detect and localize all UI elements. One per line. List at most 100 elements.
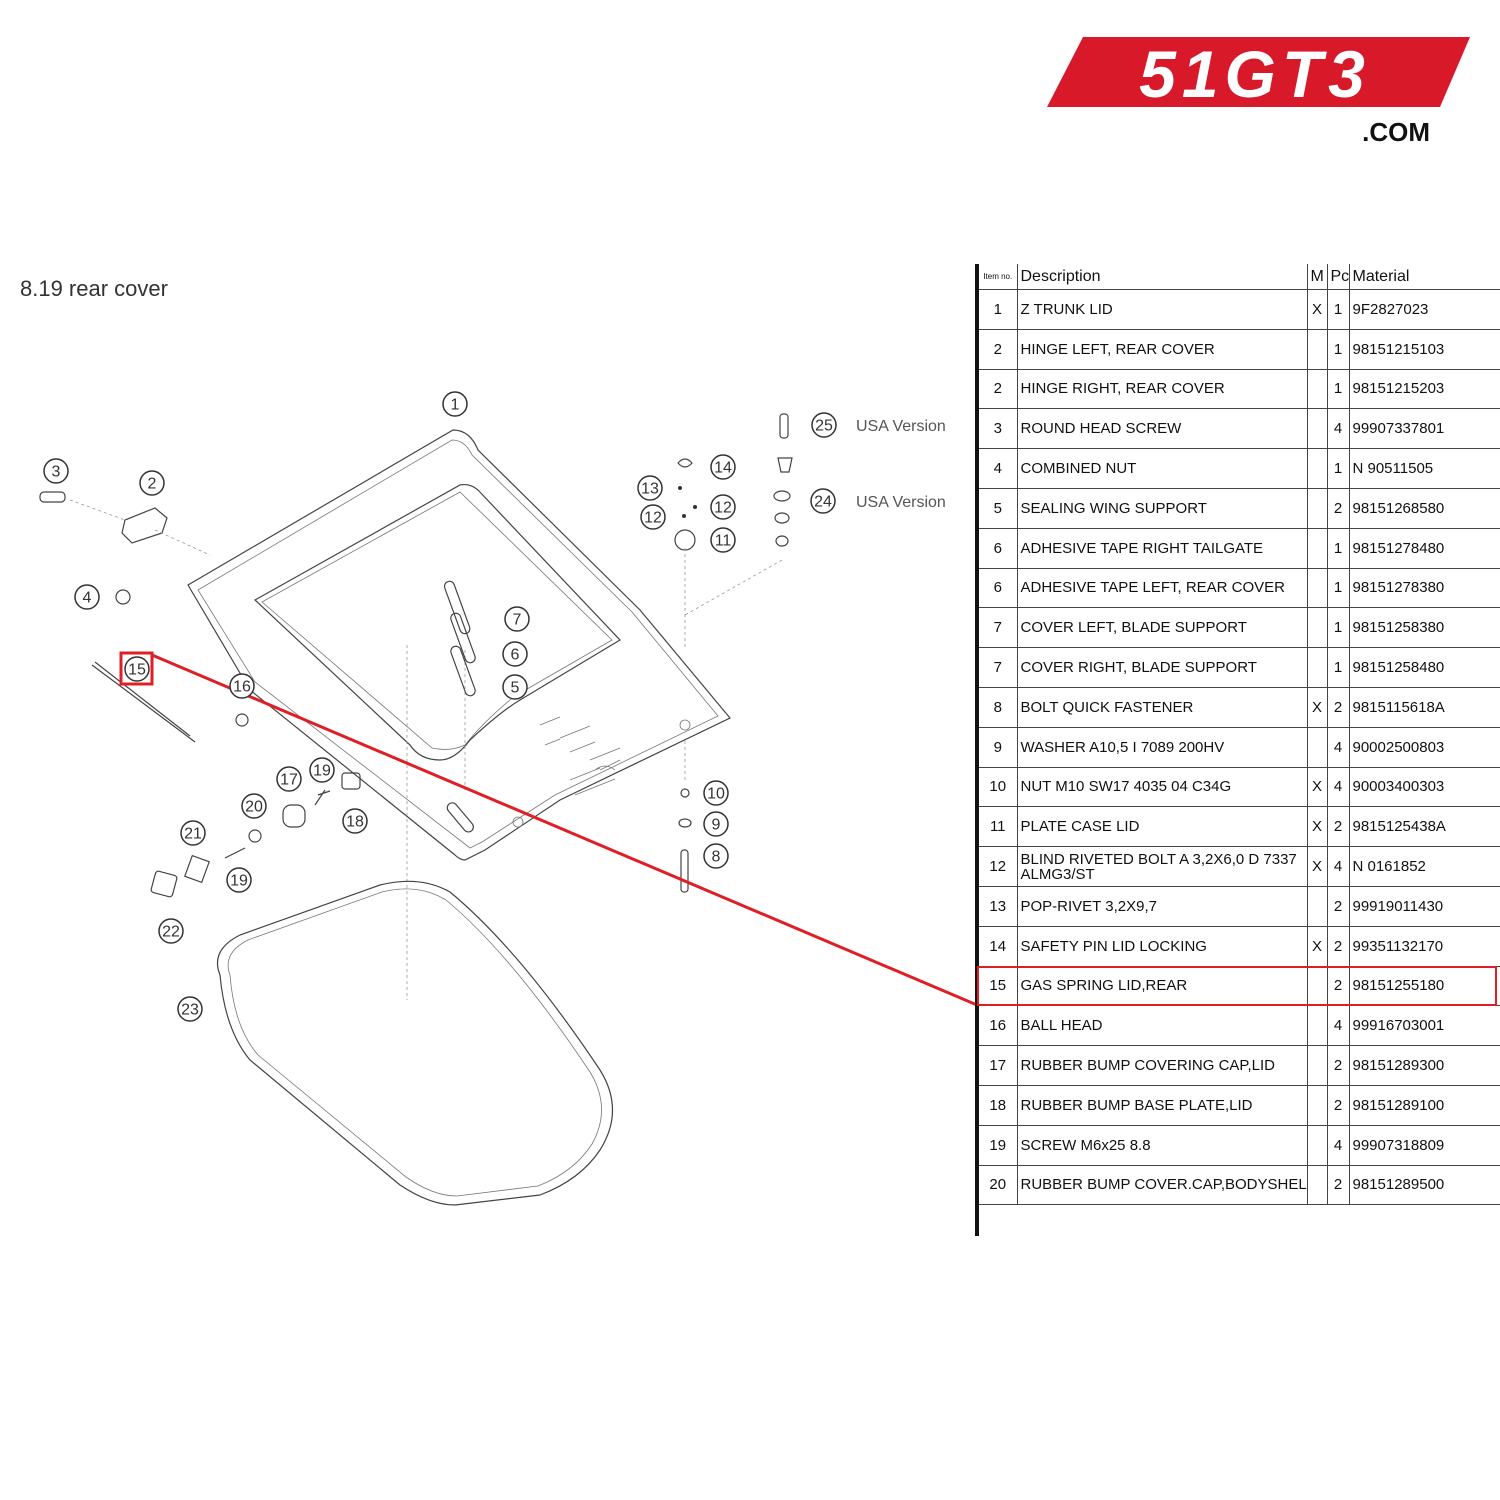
cell-m xyxy=(1306,647,1327,688)
cell-material: 99907337801 xyxy=(1348,408,1500,450)
cell-item-no: 6 xyxy=(979,568,1017,609)
callout-number: 4 xyxy=(83,590,92,607)
callout-circle xyxy=(229,673,255,699)
callout-circle xyxy=(710,527,736,553)
header-pc: Pc. xyxy=(1326,264,1349,290)
cell-m xyxy=(1306,1005,1327,1047)
cell-description: HINGE LEFT, REAR COVER xyxy=(1016,329,1307,370)
seal-drawing xyxy=(216,880,614,1206)
cell-m xyxy=(1306,329,1327,370)
cell-material: 99351132170 xyxy=(1348,926,1500,967)
callout-circle xyxy=(640,504,666,530)
cell-item-no: 11 xyxy=(979,806,1017,848)
callout-circle xyxy=(177,996,203,1022)
cell-material: 99919011430 xyxy=(1348,886,1500,927)
cell-item-no: 6 xyxy=(979,528,1017,569)
cell-description: HINGE RIGHT, REAR COVER xyxy=(1016,369,1307,410)
logo-banner xyxy=(1047,37,1470,107)
callout-number: 13 xyxy=(641,481,659,498)
cell-material: 99916703001 xyxy=(1348,1005,1500,1047)
cell-pc: 1 xyxy=(1326,528,1349,569)
cell-m xyxy=(1306,408,1327,450)
callout-24: 24 xyxy=(810,488,836,514)
callout-14: 14 xyxy=(710,454,736,480)
cell-pc: 1 xyxy=(1326,369,1349,410)
cell-pc: 2 xyxy=(1326,488,1349,529)
cell-description: RUBBER BUMP COVER.CAP,BODYSHELL xyxy=(1016,1165,1307,1206)
callout-circle xyxy=(180,820,206,846)
cell-description: WASHER A10,5 I 7089 200HV xyxy=(1016,727,1307,768)
callout-circle xyxy=(241,793,267,819)
callout-number: 6 xyxy=(511,647,520,664)
cell-description: Z TRUNK LID xyxy=(1016,289,1307,330)
callout-13: 13 xyxy=(637,475,663,501)
cell-description: BOLT QUICK FASTENER xyxy=(1016,687,1307,728)
callout-circle xyxy=(502,641,528,667)
callout-22: 22 xyxy=(158,918,184,944)
cell-m xyxy=(1306,528,1327,569)
callout-number: 22 xyxy=(162,924,180,941)
usa-version-note-1: USA Version xyxy=(856,418,946,435)
callout-circle xyxy=(342,808,368,834)
cell-item-no: 1 xyxy=(979,289,1017,330)
cell-pc: 1 xyxy=(1326,289,1349,330)
cell-m xyxy=(1306,607,1327,649)
cell-item-no: 18 xyxy=(979,1085,1017,1126)
cell-description: RUBBER BUMP BASE PLATE,LID xyxy=(1016,1085,1307,1126)
callout-9: 9 xyxy=(703,811,729,837)
usa-version-note-2: USA Version xyxy=(856,494,946,511)
cell-m xyxy=(1306,1045,1327,1086)
callout-number: 14 xyxy=(714,460,732,477)
cell-item-no: 7 xyxy=(979,647,1017,688)
cell-description: COVER RIGHT, BLADE SUPPORT xyxy=(1016,647,1307,688)
callout-number: 1 xyxy=(451,397,460,414)
cell-material: 90002500803 xyxy=(1348,727,1500,768)
callout-circle xyxy=(703,780,729,806)
cell-material: 9815125438A xyxy=(1348,806,1500,848)
cell-item-no: 20 xyxy=(979,1165,1017,1206)
cell-description: COMBINED NUT xyxy=(1016,448,1307,489)
cell-m xyxy=(1306,886,1327,927)
cell-pc: 1 xyxy=(1326,607,1349,649)
callout-17: 17 xyxy=(276,766,302,792)
cell-description: ROUND HEAD SCREW xyxy=(1016,408,1307,450)
cell-pc: 4 xyxy=(1326,1005,1349,1047)
callout-25: 25 xyxy=(811,412,837,438)
header-material: Material xyxy=(1348,264,1500,290)
cell-item-no: 9 xyxy=(979,727,1017,768)
callout-circle xyxy=(811,412,837,438)
highlight-callout-box xyxy=(119,651,154,686)
cell-description: SAFETY PIN LID LOCKING xyxy=(1016,926,1307,967)
cell-material: 98151255180 xyxy=(1348,966,1500,1007)
callout-number: 23 xyxy=(181,1002,199,1019)
logo-domain-text: .COM xyxy=(1362,117,1430,147)
page-title: 8.19 rear cover xyxy=(20,276,168,301)
callout-5: 5 xyxy=(502,674,528,700)
callout-19: 19 xyxy=(226,867,252,893)
cell-material: 98151268580 xyxy=(1348,488,1500,529)
callout-circle xyxy=(276,766,302,792)
header-description: Description xyxy=(1016,264,1307,290)
callout-number: 19 xyxy=(230,873,248,890)
cell-item-no: 12 xyxy=(979,846,1017,887)
cell-material: 98151278480 xyxy=(1348,528,1500,569)
cell-material: 98151215103 xyxy=(1348,329,1500,370)
blade-supports-drawing xyxy=(443,580,476,833)
callout-circle xyxy=(810,488,836,514)
callout-number: 11 xyxy=(715,533,732,550)
callout-circle xyxy=(226,867,252,893)
cell-material: 9815115618A xyxy=(1348,687,1500,728)
cell-pc: 4 xyxy=(1326,408,1349,450)
cell-m xyxy=(1306,727,1327,768)
cell-material: 98151289500 xyxy=(1348,1165,1500,1206)
cell-material: 98151215203 xyxy=(1348,369,1500,410)
callout-16: 16 xyxy=(229,673,255,699)
